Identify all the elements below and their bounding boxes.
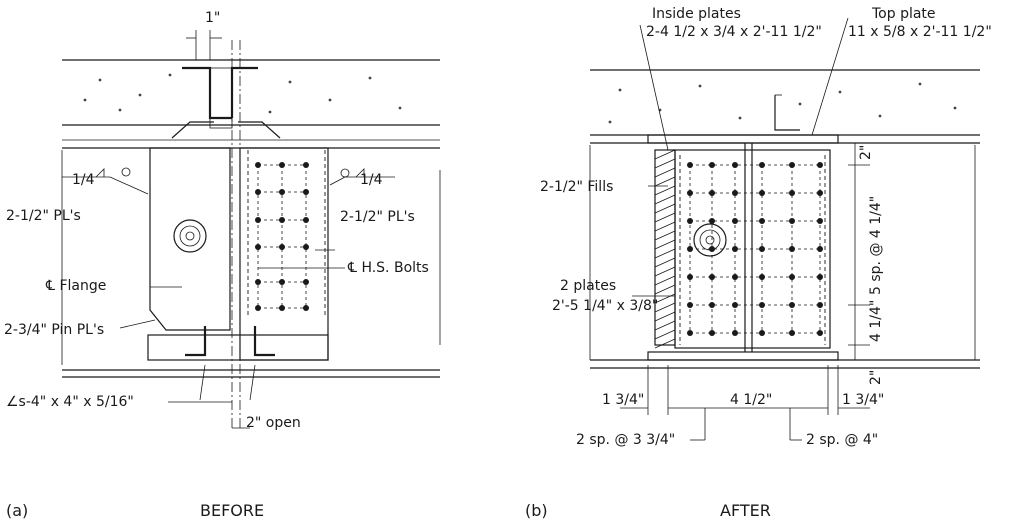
panel-b-dim-2-bottom: 2" bbox=[868, 370, 884, 385]
panel-a-weld-symbol-left: 1/4 bbox=[62, 167, 149, 195]
panel-a-dim-top: 1" bbox=[205, 10, 220, 26]
bolt bbox=[759, 190, 765, 196]
bolt bbox=[732, 190, 738, 196]
panel-a-angle-right bbox=[253, 326, 275, 357]
bolt bbox=[303, 305, 309, 311]
panel-b-dim-right: 1 3/4" bbox=[842, 392, 884, 408]
bolt bbox=[817, 274, 823, 280]
panel-b-dim-center: 4 1/2" bbox=[730, 392, 772, 408]
panel-b-top-plate bbox=[647, 134, 839, 144]
panel-a-pin-plates-label: 2-3/4" Pin PL's bbox=[4, 322, 104, 338]
panel-b-bolt-pattern bbox=[687, 162, 823, 336]
panel-b-bottom-plate bbox=[647, 351, 839, 361]
panel-a-plates-left-label: 2-1/2" PL's bbox=[6, 208, 81, 224]
panel-b-dim-left: 1 3/4" bbox=[602, 392, 644, 408]
panel-b-top-plate-title: Top plate bbox=[871, 6, 936, 22]
panel-a-angles-label: ∠s-4" x 4" x 5/16" bbox=[6, 394, 134, 410]
bolt bbox=[255, 244, 261, 250]
panel-a-hs-bolts-label: ℄ H.S. Bolts bbox=[347, 260, 429, 276]
panel-a-caption: BEFORE bbox=[200, 501, 264, 520]
panel-b-inside-plates-size: 2-4 1/2 x 3/4 x 2'-11 1/2" bbox=[646, 24, 822, 40]
bolt bbox=[732, 330, 738, 336]
bolt bbox=[817, 330, 823, 336]
panel-a-open-label: 2" open bbox=[246, 415, 301, 431]
panel-a-concrete-deck bbox=[62, 59, 440, 149]
bolt bbox=[709, 190, 715, 196]
svg-text:1/4: 1/4 bbox=[72, 172, 95, 188]
panel-b-concrete-deck bbox=[590, 69, 980, 144]
panel-a-pin bbox=[173, 219, 207, 253]
bolt bbox=[255, 305, 261, 311]
panel-a-label: (a) bbox=[6, 501, 28, 520]
panel-b-spacing-right: 2 sp. @ 4" bbox=[806, 432, 878, 448]
panel-b-caption: AFTER bbox=[720, 501, 771, 520]
panel-a-pin-plate bbox=[149, 147, 231, 331]
panel-a-joint-channels bbox=[171, 30, 281, 139]
panel-a-bolt-pattern bbox=[255, 162, 309, 311]
panel-a-before: 1" 1/4 bbox=[4, 10, 441, 520]
panel-b-plates-title: 2 plates bbox=[560, 278, 616, 294]
bolt bbox=[759, 274, 765, 280]
bolt bbox=[303, 244, 309, 250]
bolt bbox=[789, 190, 795, 196]
bolt bbox=[789, 330, 795, 336]
bolt bbox=[759, 330, 765, 336]
panel-b-fills-label: 2-1/2" Fills bbox=[540, 179, 613, 195]
bolt bbox=[817, 190, 823, 196]
svg-text:1/4: 1/4 bbox=[360, 172, 383, 188]
bolt bbox=[709, 330, 715, 336]
panel-b-after: Inside plates 2-4 1/2 x 3/4 x 2'-11 1/2"… bbox=[525, 6, 992, 520]
panel-a-angle-left bbox=[185, 326, 207, 357]
panel-a-weld-symbol-right: 1/4 bbox=[329, 168, 395, 188]
bolt bbox=[732, 274, 738, 280]
panel-a-splice-plate bbox=[239, 147, 329, 361]
bolt bbox=[709, 274, 715, 280]
panel-b-fill-plate bbox=[654, 149, 676, 349]
panel-a-plates-right-label: 2-1/2" PL's bbox=[340, 209, 415, 225]
bolt bbox=[687, 274, 693, 280]
panel-b-inside-plates-title: Inside plates bbox=[652, 6, 741, 22]
panel-a-flange-label: ℄ Flange bbox=[45, 278, 106, 294]
bolt bbox=[687, 330, 693, 336]
bolt bbox=[279, 244, 285, 250]
bolt bbox=[279, 305, 285, 311]
panel-b-spacing-left: 2 sp. @ 3 3/4" bbox=[576, 432, 675, 448]
panel-b-plates-size: 2'-5 1/4" x 3/8" bbox=[552, 298, 658, 314]
panel-b-dim-2-top: 2" bbox=[858, 145, 874, 160]
panel-b-top-plate-size: 11 x 5/8 x 2'-11 1/2" bbox=[848, 24, 992, 40]
bolt bbox=[789, 274, 795, 280]
panel-b-vertical-spacing: 5 sp. @ 4 1/4" bbox=[868, 196, 884, 295]
panel-b-edge-right: 4 1/4" bbox=[868, 300, 884, 342]
bolt bbox=[687, 190, 693, 196]
panel-b-label: (b) bbox=[525, 501, 548, 520]
